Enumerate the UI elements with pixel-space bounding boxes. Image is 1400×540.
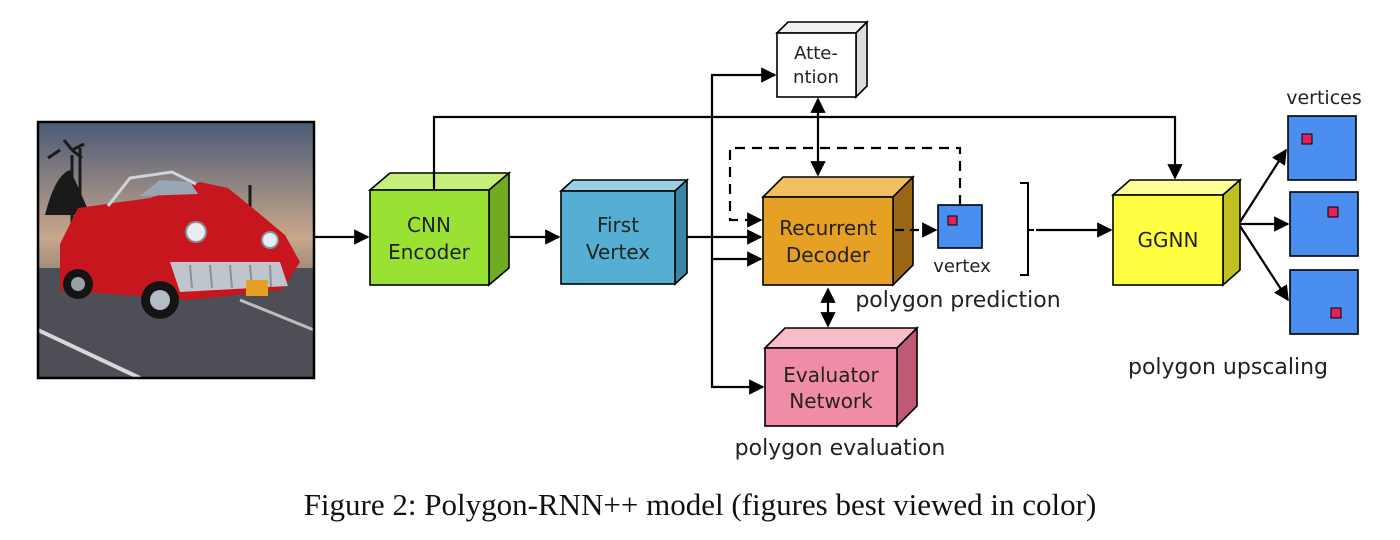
vertex-sequence-bracket [1020,182,1034,276]
first-vertex-block: First Vertex [558,178,690,286]
vertices-label: vertices [1286,87,1362,109]
evaluator-network-label-line1: Evaluator [783,363,879,387]
ggnn-block: GGNN [1110,178,1243,287]
vertex-label: vertex [933,256,991,277]
vertices-box-2 [1289,191,1359,257]
polygon-evaluation-label: polygon evaluation [735,436,946,461]
cnn-encoder-label-line1: CNN [407,213,451,237]
recurrent-decoder-block: Recurrent Decoder [761,175,915,287]
ggnn-label: GGNN [1138,228,1199,252]
evaluator-network-label-line2: Network [789,389,873,413]
attention-block: Atte- ntion [775,20,869,99]
vertices-box-3 [1289,269,1359,335]
first-vertex-label-line2: Vertex [586,240,650,264]
evaluator-network-block: Evaluator Network [763,326,919,428]
input-car-image [36,120,316,380]
edges [314,67,1290,395]
first-vertex-label-line1: First [597,213,639,237]
attention-label-line2: ntion [793,67,839,88]
vertex-output-box [937,204,983,249]
vertices-output-boxes [1287,115,1359,335]
polygon-prediction-label: polygon prediction [855,288,1060,313]
recurrent-decoder-label-line2: Decoder [786,243,871,267]
cnn-encoder-block: CNN Encoder [367,171,512,287]
polygon-upscaling-label: polygon upscaling [1128,355,1328,380]
figure-caption: Figure 2: Polygon-RNN++ model (figures b… [304,487,1097,522]
attention-label-line1: Atte- [794,43,838,64]
cnn-encoder-label-line2: Encoder [388,240,471,264]
vertices-box-1 [1287,115,1357,181]
recurrent-decoder-label-line1: Recurrent [779,216,877,240]
